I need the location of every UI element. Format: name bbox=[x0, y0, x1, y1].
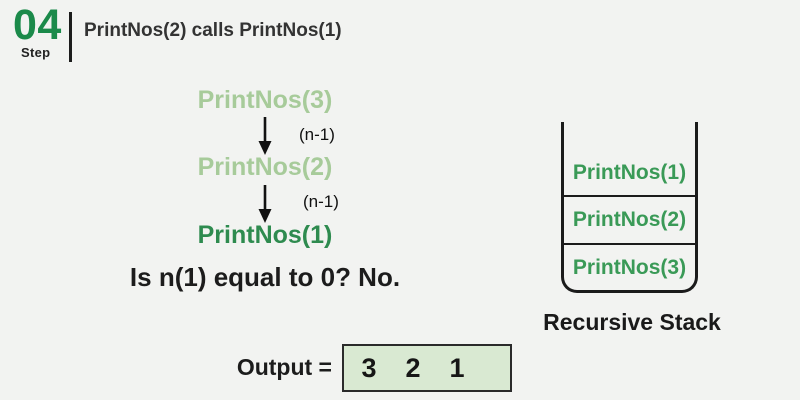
recursive-stack: PrintNos(1) PrintNos(2) PrintNos(3) bbox=[561, 122, 698, 293]
call-node-printnos-3: PrintNos(3) bbox=[197, 86, 333, 114]
output-value: 3 bbox=[361, 352, 377, 383]
down-arrow-icon bbox=[258, 185, 272, 223]
step-number: 04 bbox=[13, 1, 62, 49]
output-box: 3 2 1 bbox=[342, 344, 512, 392]
stack-frame: PrintNos(3) bbox=[572, 255, 687, 279]
edge-label-n-minus-1: (n-1) bbox=[303, 192, 339, 211]
step-label: Step bbox=[21, 45, 51, 60]
output-value: 1 bbox=[449, 352, 465, 383]
step-title: PrintNos(2) calls PrintNos(1) bbox=[84, 20, 342, 41]
edge-label-n-minus-1: (n-1) bbox=[299, 125, 335, 144]
stack-frame: PrintNos(2) bbox=[564, 197, 695, 245]
output-value: 2 bbox=[405, 352, 421, 383]
stack-caption: Recursive Stack bbox=[543, 309, 721, 335]
output-label: Output = bbox=[236, 354, 332, 380]
stack-frame: PrintNos(1) bbox=[564, 150, 695, 197]
base-case-question: Is n(1) equal to 0? No. bbox=[129, 262, 401, 292]
call-node-printnos-1: PrintNos(1) bbox=[197, 221, 333, 249]
header-divider bbox=[69, 12, 72, 62]
call-node-printnos-2: PrintNos(2) bbox=[197, 153, 333, 181]
down-arrow-icon bbox=[258, 117, 272, 155]
